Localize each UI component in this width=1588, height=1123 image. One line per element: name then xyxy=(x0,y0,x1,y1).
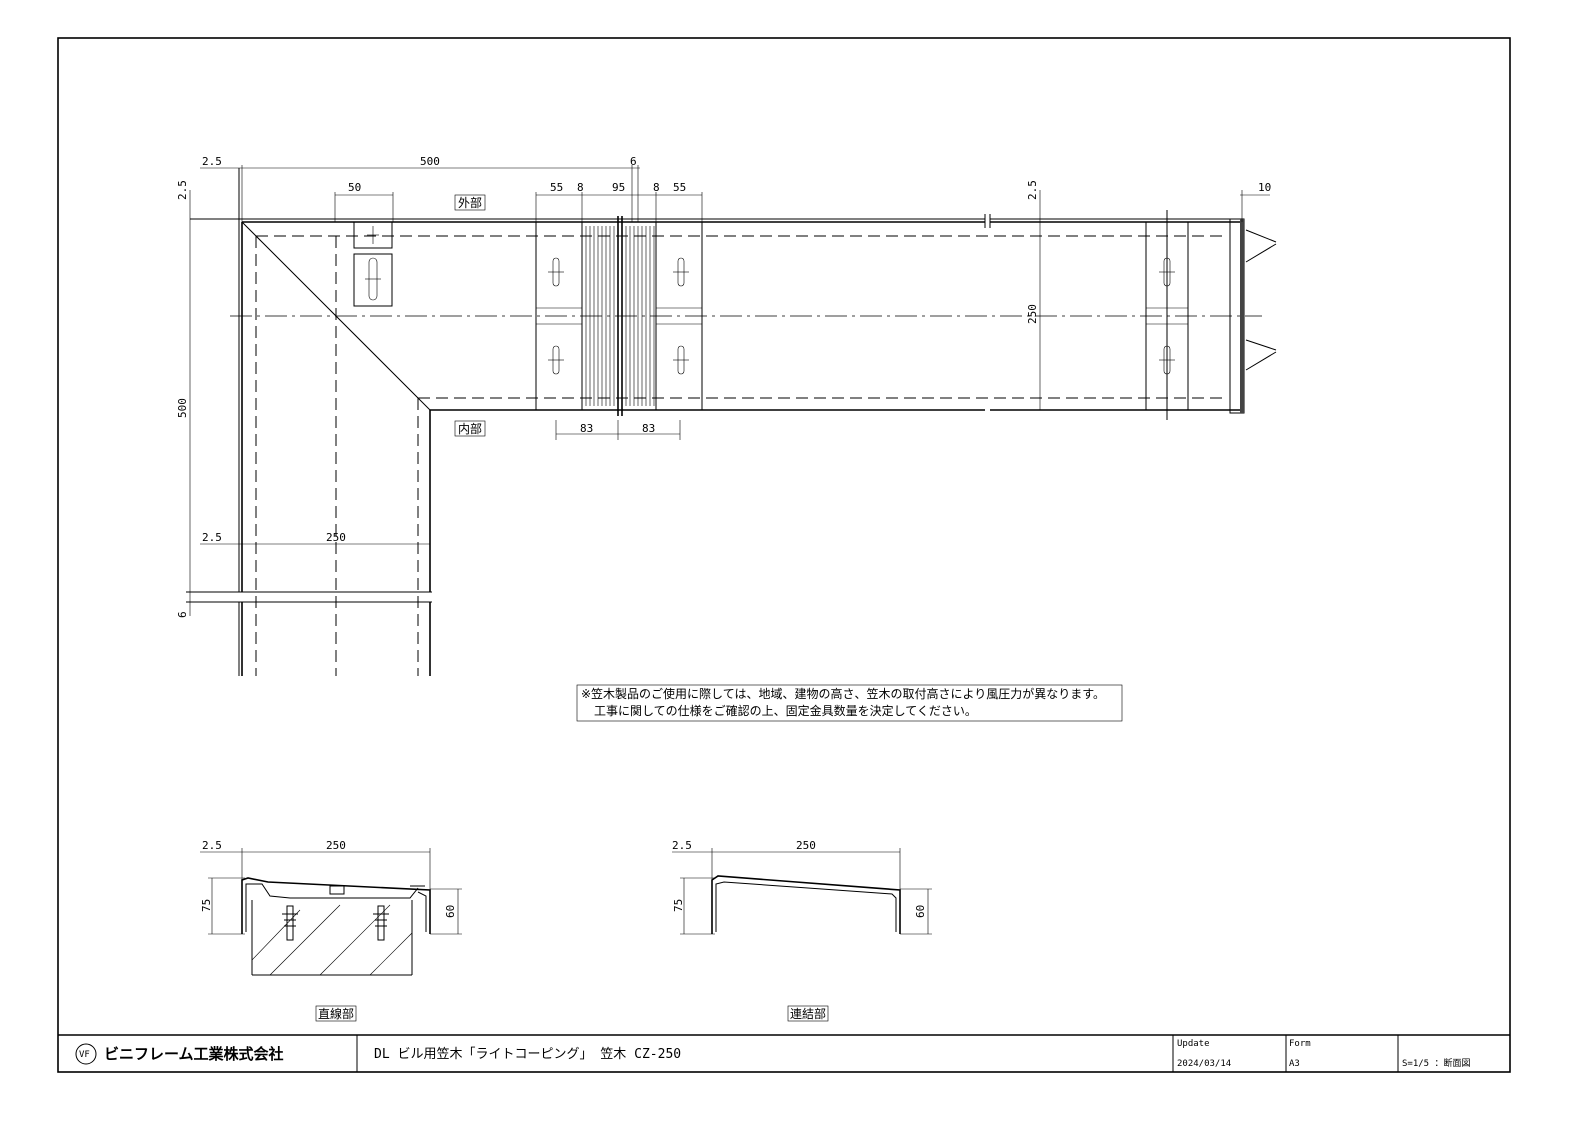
dim-83a: 83 xyxy=(580,422,593,435)
dim-top-500: 500 xyxy=(420,155,440,168)
section-joint xyxy=(672,848,932,1022)
dim-left-2-5: 2.5 xyxy=(176,180,189,200)
label-outside: 外部 xyxy=(458,195,482,210)
dim-top-6: 6 xyxy=(630,155,637,168)
dim-8b: 8 xyxy=(653,181,660,194)
sec1-dim-60: 60 xyxy=(444,905,457,918)
sec1-dim-2-5: 2.5 xyxy=(202,839,222,852)
sec1-dim-75: 75 xyxy=(200,899,213,912)
title-block xyxy=(58,1034,1510,1072)
form-value: A3 xyxy=(1289,1059,1300,1069)
sec2-dim-75: 75 xyxy=(672,899,685,912)
note-line-1: ※笠木製品のご使用に際しては、地域、建物の高さ、笠木の取付高さにより風圧力が異な… xyxy=(581,686,1105,701)
dim-mid-250: 250 xyxy=(326,531,346,544)
dim-55a: 55 xyxy=(550,181,563,194)
dim-v6: 6 xyxy=(176,611,189,618)
dim-55b: 55 xyxy=(673,181,686,194)
dim-v250: 250 xyxy=(1026,304,1039,324)
sheet-border xyxy=(57,37,1511,1073)
update-value: 2024/03/14 xyxy=(1177,1059,1231,1069)
label-joint: 連結部 xyxy=(790,1006,826,1021)
drawing-title: DL ビル用笠木「ライトコーピング」 笠木 CZ-250 xyxy=(374,1047,681,1062)
joint-ribs xyxy=(585,226,655,406)
dim-50: 50 xyxy=(348,181,361,194)
sec2-dim-250: 250 xyxy=(796,839,816,852)
company-name: ビニフレーム工業株式会社 xyxy=(104,1045,284,1063)
dim-10: 10 xyxy=(1258,181,1271,194)
sec2-dim-2-5: 2.5 xyxy=(672,839,692,852)
sec2-dim-60: 60 xyxy=(914,905,927,918)
note-box xyxy=(576,684,1123,722)
dim-95: 95 xyxy=(612,181,625,194)
dim-83b: 83 xyxy=(642,422,655,435)
dim-right-2-5: 2.5 xyxy=(1026,180,1039,200)
dim-8a: 8 xyxy=(577,181,584,194)
dim-top-2-5: 2.5 xyxy=(202,155,222,168)
plan-view xyxy=(186,165,1277,676)
form-label: Form xyxy=(1289,1039,1311,1049)
label-inside: 内部 xyxy=(458,421,482,436)
sec1-dim-250: 250 xyxy=(326,839,346,852)
company-logo: VF xyxy=(79,1050,90,1060)
section-straight xyxy=(200,848,462,1022)
scale-text: S=1/5 ：断面図 xyxy=(1402,1057,1471,1069)
label-straight: 直線部 xyxy=(318,1006,354,1021)
dim-mid-2-5: 2.5 xyxy=(202,531,222,544)
note-line-2: 工事に関しての仕様をご確認の上、固定金具数量を決定してください。 xyxy=(594,703,977,718)
update-label: Update xyxy=(1177,1039,1210,1049)
dim-v500: 500 xyxy=(176,398,189,418)
